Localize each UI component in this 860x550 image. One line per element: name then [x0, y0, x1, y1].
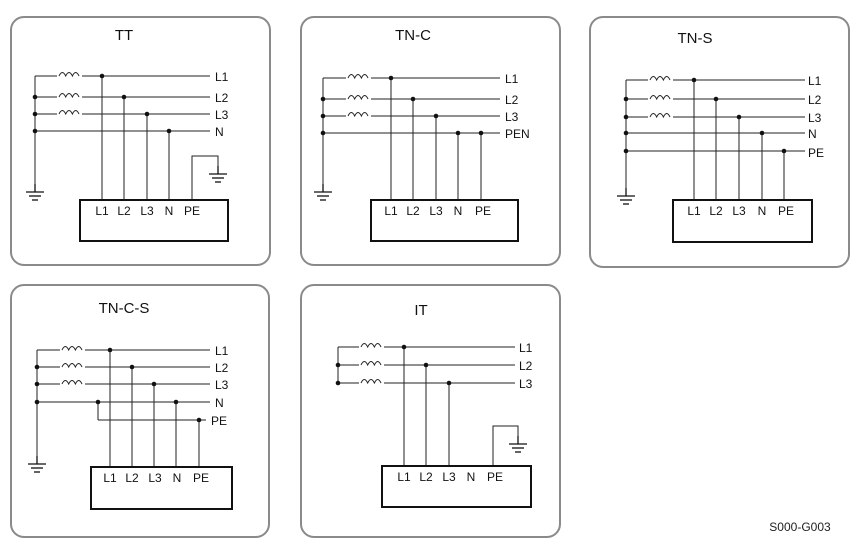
- device-terminal-box: [672, 199, 813, 243]
- diagram-title: IT: [414, 302, 427, 319]
- line-label: PEN: [505, 127, 530, 141]
- terminal-label: L1: [95, 204, 109, 218]
- junction-dots: [32, 73, 172, 134]
- line-label: N: [215, 125, 224, 139]
- terminal-label: L3: [442, 470, 456, 484]
- junction-dots: [34, 347, 202, 423]
- diagram-title: TN-C: [395, 27, 431, 44]
- junction-dots: [623, 77, 787, 154]
- junction-dots: [335, 344, 452, 386]
- terminal-label: PE: [778, 204, 794, 218]
- panel-tn-c: [300, 16, 561, 266]
- device-terminal-box: [90, 466, 233, 510]
- line-label: PE: [211, 414, 227, 428]
- terminal-label: N: [165, 204, 174, 218]
- line-label: L3: [808, 111, 822, 125]
- terminal-label: N: [758, 204, 767, 218]
- diagram-it: IT L1 L2 L3 L1 L2 L3 N PE: [300, 284, 561, 538]
- line-label: L3: [505, 110, 519, 124]
- panel-tn-s: [589, 16, 850, 268]
- line-label: L2: [808, 93, 822, 107]
- terminal-label: L3: [732, 204, 746, 218]
- diagram-tn-s: TN-S L1 L2 L3 N PE L1: [589, 16, 850, 268]
- device-terminal-box: [370, 199, 519, 242]
- terminal-label: PE: [184, 204, 200, 218]
- terminal-label: N: [173, 471, 182, 485]
- terminal-label: L1: [687, 204, 701, 218]
- line-label: L1: [215, 70, 229, 84]
- junction-dots: [320, 75, 484, 136]
- terminal-label: L1: [103, 471, 117, 485]
- terminal-label: N: [454, 204, 463, 218]
- diagram-tn-c: TN-C L1 L2 L3 PEN L1 L2 L3 N: [300, 16, 561, 266]
- panel-tn-c-s: [10, 284, 270, 538]
- diagram-tn-c-s: TN-C-S L1 L2 L3 N PE: [10, 284, 270, 538]
- figure-code: S000-G003: [769, 520, 831, 534]
- terminal-label: L3: [429, 204, 443, 218]
- terminal-label: PE: [193, 471, 209, 485]
- terminal-label: L2: [709, 204, 723, 218]
- terminal-label: L3: [140, 204, 154, 218]
- line-label: PE: [808, 146, 824, 160]
- line-label: L3: [519, 377, 533, 391]
- panel-tt: [10, 16, 271, 266]
- terminal-label: L3: [148, 471, 162, 485]
- line-label: L2: [519, 359, 533, 373]
- line-label: L1: [505, 72, 519, 86]
- line-label: L1: [215, 344, 229, 358]
- line-label: L2: [215, 91, 229, 105]
- terminal-label: L2: [125, 471, 139, 485]
- line-label: L1: [808, 74, 822, 88]
- terminal-label: L1: [397, 470, 411, 484]
- terminal-label: PE: [475, 204, 491, 218]
- terminal-label: L2: [419, 470, 433, 484]
- terminal-label: N: [467, 470, 476, 484]
- diagram-tt: TT L1 L2 L3 N L1 L2 L3 N: [10, 16, 271, 266]
- terminal-label: L1: [384, 204, 398, 218]
- line-label: L1: [519, 341, 533, 355]
- panel-it: [300, 284, 561, 538]
- terminal-label: L2: [406, 204, 420, 218]
- terminal-label: L2: [117, 204, 131, 218]
- line-label: L3: [215, 108, 229, 122]
- line-label: L2: [505, 93, 519, 107]
- diagram-title: TT: [115, 27, 133, 44]
- device-terminal-box: [381, 465, 532, 508]
- diagram-title: TN-C-S: [99, 300, 150, 317]
- line-label: N: [215, 396, 224, 410]
- device-terminal-box: [79, 199, 229, 242]
- diagram-title: TN-S: [678, 30, 713, 47]
- line-label: L2: [215, 361, 229, 375]
- line-label: N: [808, 127, 817, 141]
- line-label: L3: [215, 378, 229, 392]
- terminal-label: PE: [487, 470, 503, 484]
